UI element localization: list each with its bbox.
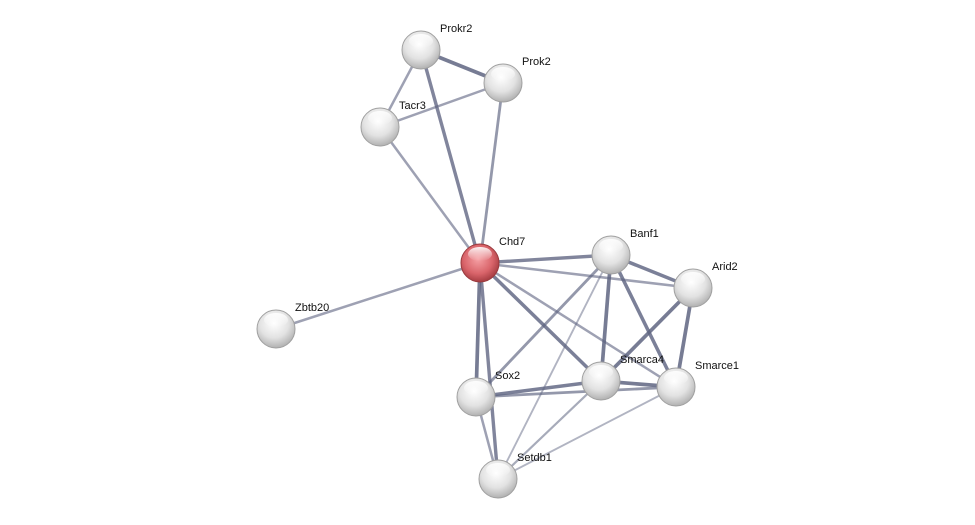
node-prok2[interactable]: Prok2	[483, 56, 551, 103]
node-smarce1[interactable]: Smarce1	[656, 360, 739, 407]
edge-chd7-zbtb20[interactable]	[275, 261, 481, 331]
edge-chd7-arid2[interactable]	[479, 261, 694, 290]
node-tacr3[interactable]: Tacr3	[360, 100, 426, 147]
edge-banf1-smarce1[interactable]	[609, 254, 678, 388]
node-label: Sox2	[495, 370, 520, 382]
node-highlight	[368, 111, 392, 125]
node-highlight	[491, 67, 515, 81]
edge-chd7-banf1[interactable]	[479, 253, 612, 265]
node-label: Setdb1	[517, 452, 552, 464]
node-sox2[interactable]: Sox2	[456, 370, 520, 417]
edge-prok2-chd7[interactable]	[478, 82, 505, 264]
node-highlight	[486, 463, 510, 477]
edge-smarce1-sox2[interactable]	[475, 385, 677, 399]
edge-smarca4-sox2[interactable]	[475, 379, 602, 399]
edge-chd7-smarce1[interactable]	[479, 261, 677, 389]
edge-chd7-setdb1[interactable]	[478, 262, 500, 480]
node-zbtb20[interactable]: Zbtb20	[256, 302, 329, 349]
edge-prokr2-chd7[interactable]	[419, 49, 482, 264]
node-label: Chd7	[499, 236, 525, 248]
edge-tacr3-prok2[interactable]	[379, 81, 504, 129]
node-chd7[interactable]: Chd7	[460, 236, 525, 283]
node-prokr2[interactable]: Prokr2	[401, 23, 472, 70]
edge-arid2-smarca4[interactable]	[599, 286, 695, 383]
node-setdb1[interactable]: Setdb1	[478, 452, 552, 499]
node-label: Prokr2	[440, 23, 472, 35]
node-highlight	[664, 371, 688, 385]
node-label: Tacr3	[399, 100, 426, 112]
node-label: Smarca4	[620, 354, 664, 366]
edge-tacr3-chd7[interactable]	[378, 126, 482, 264]
node-arid2[interactable]: Arid2	[673, 261, 738, 308]
edge-chd7-smarca4[interactable]	[478, 261, 603, 383]
node-highlight	[681, 272, 705, 286]
node-label: Smarce1	[695, 360, 739, 372]
edge-banf1-setdb1[interactable]	[497, 254, 612, 480]
node-smarca4[interactable]: Smarca4	[581, 354, 664, 401]
node-label: Banf1	[630, 228, 659, 240]
edge-smarca4-setdb1[interactable]	[497, 380, 602, 480]
node-highlight	[589, 365, 613, 379]
node-highlight	[264, 313, 288, 327]
node-highlight	[409, 34, 433, 48]
node-highlight	[464, 381, 488, 395]
edge-chd7-sox2[interactable]	[474, 262, 482, 398]
node-banf1[interactable]: Banf1	[591, 228, 659, 275]
node-highlight	[599, 239, 623, 253]
node-label: Arid2	[712, 261, 738, 273]
edge-smarce1-setdb1[interactable]	[497, 386, 677, 480]
edge-banf1-sox2[interactable]	[474, 254, 613, 398]
node-label: Prok2	[522, 56, 551, 68]
node-highlight	[468, 247, 492, 261]
node-label: Zbtb20	[295, 302, 329, 314]
edge-banf1-smarca4[interactable]	[599, 254, 613, 382]
